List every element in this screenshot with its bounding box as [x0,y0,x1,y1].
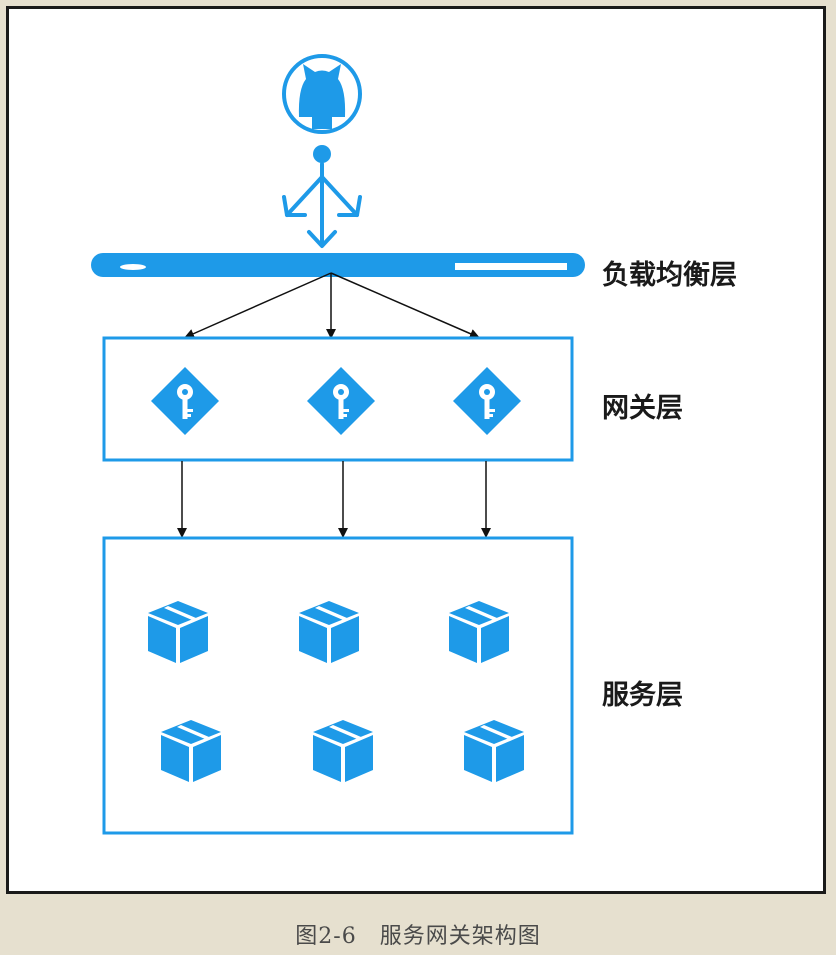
gateway-to-service-arrows [177,461,491,538]
gateway-layer-box [102,336,574,462]
box-icon [464,720,524,782]
gateway-layer-label: 网关层 [602,393,683,424]
box-icon [313,720,373,782]
service-layer-label: 服务层 [602,680,683,711]
key-icon [307,367,375,435]
user-icon [282,145,362,248]
service-layer-box [102,536,574,835]
lb-to-gateway-arrows [184,272,480,339]
box-icon [161,720,221,782]
load-balancer-layer-label: 负载均衡层 [602,260,737,291]
key-icon [151,367,219,435]
diagram-frame: 负载均衡层 网关层 服务层 [6,6,826,894]
load-balancer-bar [91,253,585,277]
github-octocat-icon [282,54,362,134]
box-icon [299,601,359,663]
figure-caption: 图2-6 服务网关架构图 [295,924,541,949]
box-icon [148,601,208,663]
architecture-diagram [91,54,585,835]
key-icon [453,367,521,435]
box-icon [449,601,509,663]
